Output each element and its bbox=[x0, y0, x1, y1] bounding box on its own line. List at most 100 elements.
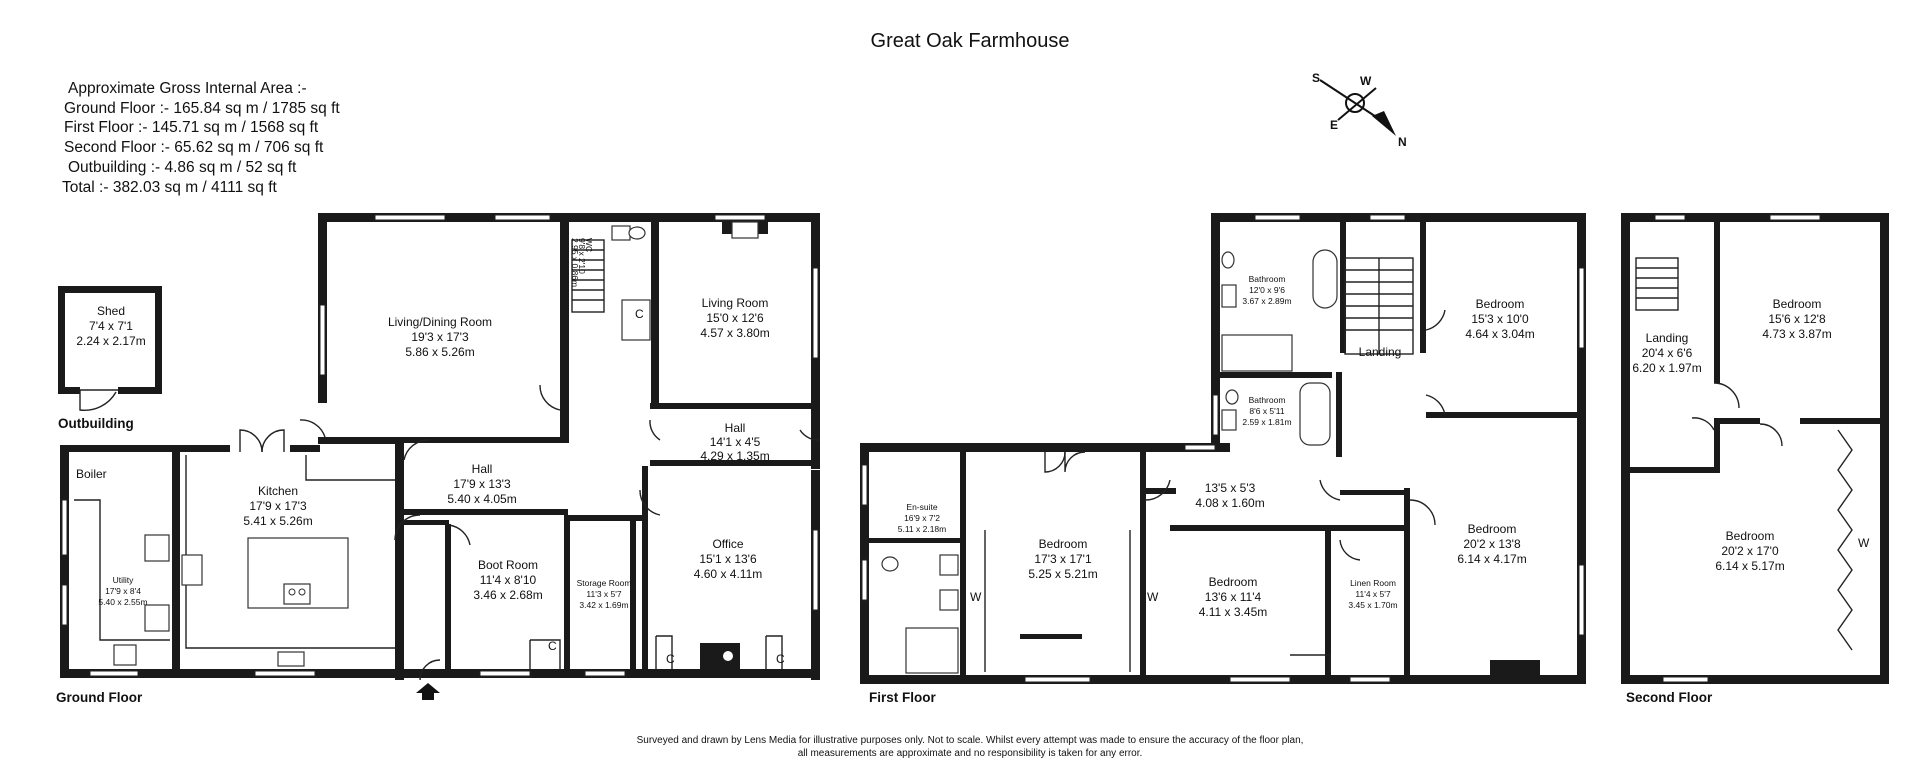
plan-title: Great Oak Farmhouse bbox=[871, 30, 1070, 52]
label-ground-floor: Ground Floor bbox=[56, 690, 143, 705]
room-landing-2-imperial: 20'4 x 6'6 bbox=[1642, 346, 1693, 360]
room-hall-small-metric: 4.29 x 1.35m bbox=[700, 449, 769, 463]
room-bathroom-2: Bathroom 8'6 x 5'11 2.59 x 1.81m bbox=[1242, 395, 1291, 427]
room-bed-5-imperial: 15'6 x 12'8 bbox=[1768, 312, 1826, 326]
compass-icon: S W E N bbox=[1312, 71, 1407, 149]
room-corridor-imperial: 13'5 x 5'3 bbox=[1205, 481, 1256, 495]
label-outbuilding: Outbuilding bbox=[58, 416, 134, 431]
room-bed-3-metric: 4.11 x 3.45m bbox=[1199, 605, 1267, 619]
room-hall-small-name: Hall bbox=[725, 421, 746, 435]
second-floor-fixtures bbox=[1635, 257, 1853, 651]
room-linen-metric: 3.45 x 1.70m bbox=[1348, 600, 1397, 610]
area-heading: Approximate Gross Internal Area :- bbox=[68, 80, 307, 97]
room-bathroom-1: Bathroom 12'0 x 9'6 3.67 x 2.89m bbox=[1242, 274, 1291, 306]
room-bed-6-imperial: 20'2 x 17'0 bbox=[1721, 544, 1779, 558]
room-living-dining-imperial: 19'3 x 17'3 bbox=[411, 330, 469, 344]
room-ensuite-metric: 5.11 x 2.18m bbox=[898, 524, 947, 534]
ground-floor-windows bbox=[61, 214, 819, 677]
room-linen: Linen Room 11'4 x 5'7 3.45 x 1.70m bbox=[1348, 578, 1397, 610]
ground-floor-walls bbox=[60, 213, 820, 680]
label-second-floor: Second Floor bbox=[1626, 690, 1713, 705]
compass-s: S bbox=[1312, 71, 1320, 85]
wardrobe-marker: W bbox=[1858, 536, 1870, 550]
room-bed-5-metric: 4.73 x 3.87m bbox=[1762, 327, 1831, 341]
room-boot-room-name: Boot Room bbox=[478, 558, 538, 572]
room-bed-3-imperial: 13'6 x 11'4 bbox=[1205, 590, 1262, 604]
room-office-imperial: 15'1 x 13'6 bbox=[699, 552, 757, 566]
room-linen-imperial: 11'4 x 5'7 bbox=[1355, 589, 1390, 599]
wardrobe-marker: W bbox=[970, 590, 982, 604]
room-boot-room-metric: 3.46 x 2.68m bbox=[473, 588, 542, 602]
disclaimer: Surveyed and drawn by Lens Media for ill… bbox=[637, 735, 1304, 759]
room-corridor: 13'5 x 5'3 4.08 x 1.60m bbox=[1195, 481, 1264, 510]
room-living-dining-name: Living/Dining Room bbox=[388, 315, 492, 329]
room-utility-metric: 5.40 x 2.55m bbox=[98, 597, 147, 607]
room-shed-metric: 2.24 x 2.17m bbox=[76, 334, 145, 348]
room-bed-5-name: Bedroom bbox=[1773, 297, 1822, 311]
room-hall-small-imperial: 14'1 x 4'5 bbox=[710, 435, 761, 449]
area-second-floor: Second Floor :- 65.62 sq m / 706 sq ft bbox=[64, 139, 324, 156]
first-floor-fixtures bbox=[881, 249, 1540, 675]
room-ensuite-name: En-suite bbox=[906, 502, 937, 512]
room-living-room: Living Room 15'0 x 12'6 4.57 x 3.80m bbox=[700, 296, 769, 340]
room-bath-2-imperial: 8'6 x 5'11 bbox=[1249, 406, 1284, 416]
compass-n: N bbox=[1398, 135, 1407, 149]
room-living-dining: Living/Dining Room 19'3 x 17'3 5.86 x 5.… bbox=[388, 315, 492, 359]
disclaimer-line-2: all measurements are approximate and no … bbox=[798, 748, 1143, 759]
room-landing-2: Landing 20'4 x 6'6 6.20 x 1.97m bbox=[1632, 331, 1701, 375]
room-ensuite-imperial: 16'9 x 7'2 bbox=[904, 513, 940, 523]
room-bed-1-metric: 4.64 x 3.04m bbox=[1465, 327, 1534, 341]
room-bed-4-name: Bedroom bbox=[1468, 522, 1517, 536]
room-boot-room: Boot Room 11'4 x 8'10 3.46 x 2.68m bbox=[473, 558, 542, 602]
area-total: Total :- 382.03 sq m / 4111 sq ft bbox=[62, 179, 278, 196]
room-utility-imperial: 17'9 x 8'4 bbox=[105, 586, 141, 596]
room-ensuite: En-suite 16'9 x 7'2 5.11 x 2.18m bbox=[898, 502, 947, 534]
room-living-room-metric: 4.57 x 3.80m bbox=[700, 326, 769, 340]
room-wc-name: WC bbox=[584, 238, 594, 252]
ground-floor-fixtures bbox=[74, 221, 821, 700]
room-bath-2-metric: 2.59 x 1.81m bbox=[1242, 417, 1291, 427]
room-hall-main-metric: 5.40 x 4.05m bbox=[447, 492, 516, 506]
room-bedroom-1: Bedroom 15'3 x 10'0 4.64 x 3.04m bbox=[1465, 297, 1534, 341]
room-bath-1-imperial: 12'0 x 9'6 bbox=[1249, 285, 1285, 295]
room-landing-2-metric: 6.20 x 1.97m bbox=[1632, 361, 1701, 375]
room-bed-6-metric: 6.14 x 5.17m bbox=[1715, 559, 1784, 573]
room-hall-small: Hall 14'1 x 4'5 4.29 x 1.35m bbox=[700, 421, 769, 463]
room-wc-metric: 2.95 x 0.86m bbox=[570, 238, 580, 287]
room-bed-3-name: Bedroom bbox=[1209, 575, 1258, 589]
area-summary: Approximate Gross Internal Area :- Groun… bbox=[62, 80, 340, 196]
room-hall-main-name: Hall bbox=[472, 462, 493, 476]
room-living-room-imperial: 15'0 x 12'6 bbox=[706, 311, 764, 325]
room-office-metric: 4.60 x 4.11m bbox=[694, 567, 762, 581]
room-storage-imperial: 11'3 x 5'7 bbox=[586, 589, 621, 599]
room-boot-room-imperial: 11'4 x 8'10 bbox=[480, 573, 537, 587]
second-floor-walls bbox=[1621, 213, 1889, 684]
room-bed-2-metric: 5.25 x 5.21m bbox=[1028, 567, 1097, 581]
room-living-room-name: Living Room bbox=[702, 296, 769, 310]
compass-w: W bbox=[1360, 74, 1372, 88]
area-first-floor: First Floor :- 145.71 sq m / 1568 sq ft bbox=[64, 119, 319, 136]
room-hall-main: Hall 17'9 x 13'3 5.40 x 4.05m bbox=[447, 462, 516, 506]
room-corridor-metric: 4.08 x 1.60m bbox=[1195, 496, 1264, 510]
room-wc-imperial: 9'8 x 2'10 bbox=[577, 238, 587, 274]
room-kitchen-metric: 5.41 x 5.26m bbox=[243, 514, 312, 528]
room-storage: Storage Room 11'3 x 5'7 3.42 x 1.69m bbox=[577, 578, 632, 610]
room-utility: Utility 17'9 x 8'4 5.40 x 2.55m bbox=[98, 575, 147, 607]
room-bed-2-imperial: 17'3 x 17'1 bbox=[1034, 552, 1092, 566]
compass-e: E bbox=[1330, 118, 1338, 132]
room-bath-2-name: Bathroom bbox=[1249, 395, 1286, 405]
room-bed-6-name: Bedroom bbox=[1726, 529, 1775, 543]
room-linen-name: Linen Room bbox=[1350, 578, 1396, 588]
area-outbuilding: Outbuilding :- 4.86 sq m / 52 sq ft bbox=[68, 159, 297, 176]
room-living-dining-metric: 5.86 x 5.26m bbox=[405, 345, 474, 359]
room-bath-1-name: Bathroom bbox=[1249, 274, 1286, 284]
disclaimer-line-1: Surveyed and drawn by Lens Media for ill… bbox=[637, 735, 1304, 746]
room-bed-1-imperial: 15'3 x 10'0 bbox=[1471, 312, 1529, 326]
room-landing-1: Landing bbox=[1359, 345, 1402, 359]
room-bedroom-4: Bedroom 20'2 x 13'8 6.14 x 4.17m bbox=[1457, 522, 1526, 566]
room-hall-main-imperial: 17'9 x 13'3 bbox=[453, 477, 511, 491]
room-shed-imperial: 7'4 x 7'1 bbox=[89, 319, 133, 333]
room-bedroom-6: Bedroom 20'2 x 17'0 6.14 x 5.17m bbox=[1715, 529, 1784, 573]
room-wc: WC 9'8 x 2'10 2.95 x 0.86m bbox=[570, 238, 594, 287]
room-landing-2-name: Landing bbox=[1646, 331, 1689, 345]
